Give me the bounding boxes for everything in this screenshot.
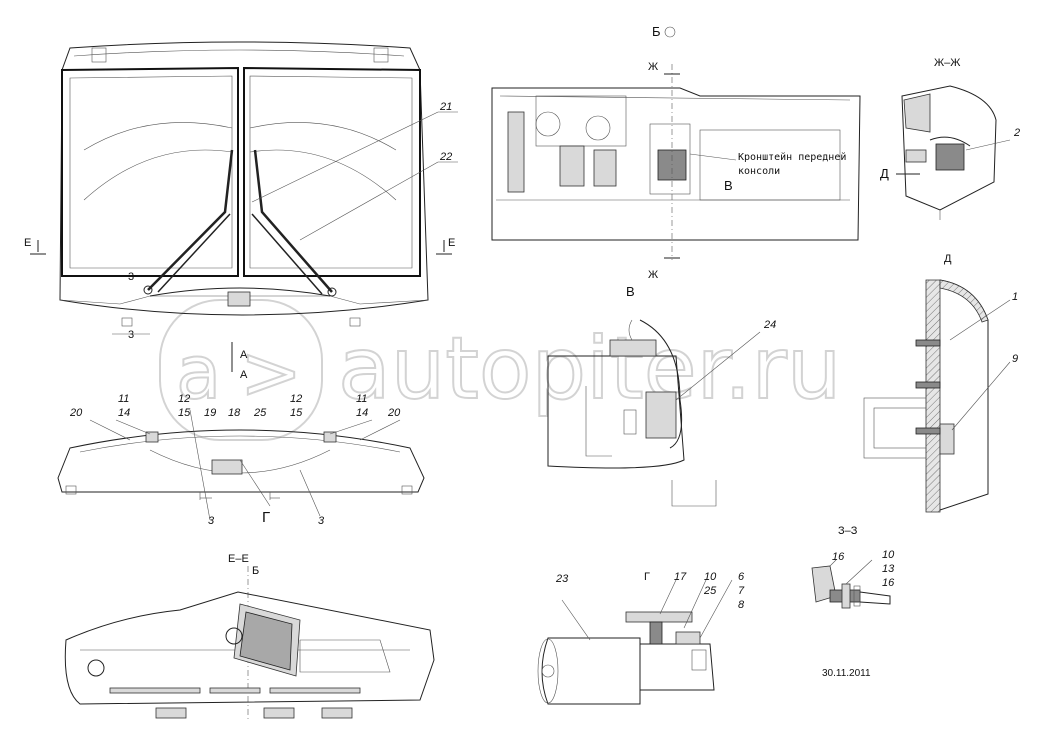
drawing-date: 30.11.2011 (822, 668, 871, 679)
svg-text:>: > (240, 330, 302, 416)
top-view (57, 409, 425, 521)
label-18: 18 (228, 407, 241, 419)
label-12-left: 12 (178, 393, 190, 405)
label-14-left: 14 (118, 407, 130, 419)
cut-zh-bottom: Ж (648, 269, 658, 281)
label-15-right: 15 (290, 407, 303, 419)
label-16-z-right: 16 (882, 577, 895, 589)
label-3-top-left: 3 (208, 515, 215, 527)
label-21: 21 (439, 101, 452, 113)
cut-zh-top: Ж (648, 61, 658, 73)
view-g-marker: Г (262, 509, 270, 526)
section-e-e-title: Е–Е (228, 553, 249, 565)
label-24: 24 (763, 319, 776, 331)
note-bracket-line2: консоли (738, 166, 780, 177)
label-12-right: 12 (290, 393, 302, 405)
label-10-z: 10 (882, 549, 895, 561)
label-9: 9 (1012, 353, 1018, 365)
svg-text:a: a (176, 330, 221, 416)
label-22: 22 (439, 151, 452, 163)
label-7: 7 (738, 585, 745, 597)
label-3-top-right: 3 (318, 515, 325, 527)
cut-a-bottom: А (240, 369, 248, 381)
label-20-left: 20 (69, 407, 83, 419)
view-v-title: В (626, 284, 635, 299)
label-20-right: 20 (387, 407, 401, 419)
watermark-text: autopiter.ru (338, 319, 841, 419)
view-d-marker: Д (880, 166, 889, 181)
section-z-z (811, 559, 891, 609)
label-23: 23 (555, 573, 569, 585)
label-2: 2 (1013, 127, 1020, 139)
arrow-b-label: Б (252, 565, 259, 577)
note-bracket-line1: Кронштейн передней (738, 151, 846, 163)
view-g-title: Г (644, 571, 650, 583)
label-1: 1 (1012, 291, 1018, 303)
section-e-e (64, 591, 435, 719)
label-17: 17 (674, 571, 687, 583)
label-14-right: 14 (356, 407, 368, 419)
label-11-right: 11 (356, 393, 367, 405)
label-11-left: 11 (118, 393, 129, 405)
view-b-title: Б (652, 24, 661, 39)
label-15-left: 15 (178, 407, 191, 419)
label-10-g: 10 (704, 571, 717, 583)
cut-e-left: Е (24, 237, 31, 249)
section-zh-zh (901, 85, 1011, 220)
view-v (547, 319, 761, 507)
label-13: 13 (882, 563, 895, 575)
label-3-front-bottom: 3 (128, 329, 134, 341)
label-16-z-left: 16 (832, 551, 845, 563)
view-b-dashboard (491, 87, 861, 241)
view-d (863, 279, 1011, 513)
label-3-front: 3 (128, 271, 134, 283)
label-25-top: 25 (253, 407, 267, 419)
view-v-marker: В (724, 178, 733, 193)
view-d-title: Д (944, 253, 952, 265)
label-6: 6 (738, 571, 745, 583)
front-view (59, 41, 458, 327)
view-g-motor (537, 579, 733, 705)
label-19: 19 (204, 407, 216, 419)
cut-e-markers (30, 240, 452, 255)
label-8: 8 (738, 599, 745, 611)
watermark: a > autopiter.ru (159, 299, 842, 441)
section-z-z-title: З–З (838, 525, 858, 537)
cut-e-right: Е (448, 237, 455, 249)
label-25-g: 25 (703, 585, 717, 597)
section-zh-zh-title: Ж–Ж (934, 57, 960, 69)
cut-a-top: А (240, 349, 248, 361)
